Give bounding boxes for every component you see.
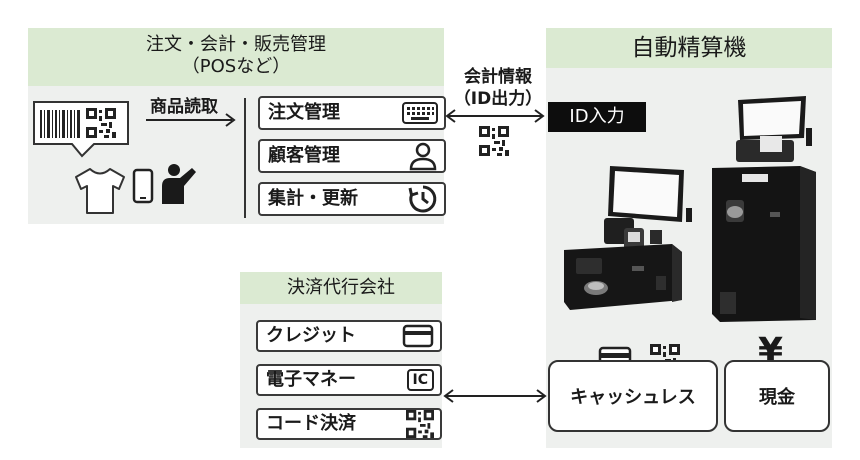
qr-code-icon [479, 126, 509, 156]
payment-provider-panel: 決済代行会社 クレジット 電子マネー IC コード決済 [240, 272, 442, 448]
function-order-management: 注文管理 [258, 96, 446, 130]
ic-card-icon: IC [406, 369, 434, 391]
cash-label: 現金 [759, 387, 795, 408]
credit-card-icon [402, 324, 434, 348]
smartphone-icon [132, 168, 154, 204]
kiosk-panel: 自動精算機 ID入力 [546, 28, 832, 448]
person-icon [409, 142, 437, 171]
barcode-icon [40, 110, 80, 138]
clock-refresh-icon [408, 185, 437, 213]
pos-divider [244, 98, 246, 218]
scan-code-bubble [33, 101, 129, 158]
payment-provider-title: 決済代行会社 [287, 277, 395, 298]
keyboard-icon [402, 102, 438, 124]
payment-label: 電子マネー [266, 369, 356, 390]
bidirectional-arrow-bottom [443, 389, 547, 403]
payment-code: コード決済 [256, 408, 442, 440]
id-input-label: ID入力 [548, 102, 646, 132]
link-label-line2: （ID出力） [453, 89, 543, 109]
function-label: 集計・更新 [268, 188, 358, 209]
payment-emoney: 電子マネー IC [256, 364, 442, 396]
scan-arrow [146, 113, 236, 127]
pos-title-line2: （POSなど） [181, 56, 291, 77]
bidirectional-arrow-top [445, 109, 545, 123]
cash-box: 現金 [724, 360, 830, 432]
kiosk-panel-header: 自動精算機 [546, 28, 832, 68]
qr-code-icon [406, 410, 434, 438]
link-label-line1: 会計情報 [464, 67, 532, 87]
payment-label: クレジット [266, 325, 356, 346]
function-label: 注文管理 [268, 102, 340, 123]
qr-code-icon [86, 108, 116, 138]
kiosk-tower-image [712, 96, 816, 322]
pos-panel-header: 注文・会計・販売管理 （POSなど） [28, 28, 444, 86]
pos-panel: 注文・会計・販売管理 （POSなど） [28, 28, 446, 224]
cashless-box: キャッシュレス [548, 360, 718, 432]
payment-credit: クレジット [256, 320, 442, 352]
person-pointing-icon [162, 164, 196, 204]
cashless-label: キャッシュレス [570, 387, 696, 408]
kiosk-desktop-image [564, 166, 692, 310]
function-customer-management: 顧客管理 [258, 139, 446, 173]
function-aggregate-update: 集計・更新 [258, 182, 446, 216]
id-input-text: ID入力 [569, 106, 625, 127]
scan-label: 商品読取 [150, 97, 218, 117]
payment-label: コード決済 [266, 413, 356, 434]
pos-title-line1: 注文・会計・販売管理 [146, 34, 326, 55]
function-label: 顧客管理 [268, 145, 340, 166]
payment-provider-header: 決済代行会社 [240, 272, 442, 304]
kiosk-title: 自動精算機 [631, 35, 747, 61]
t-shirt-icon [75, 168, 125, 214]
